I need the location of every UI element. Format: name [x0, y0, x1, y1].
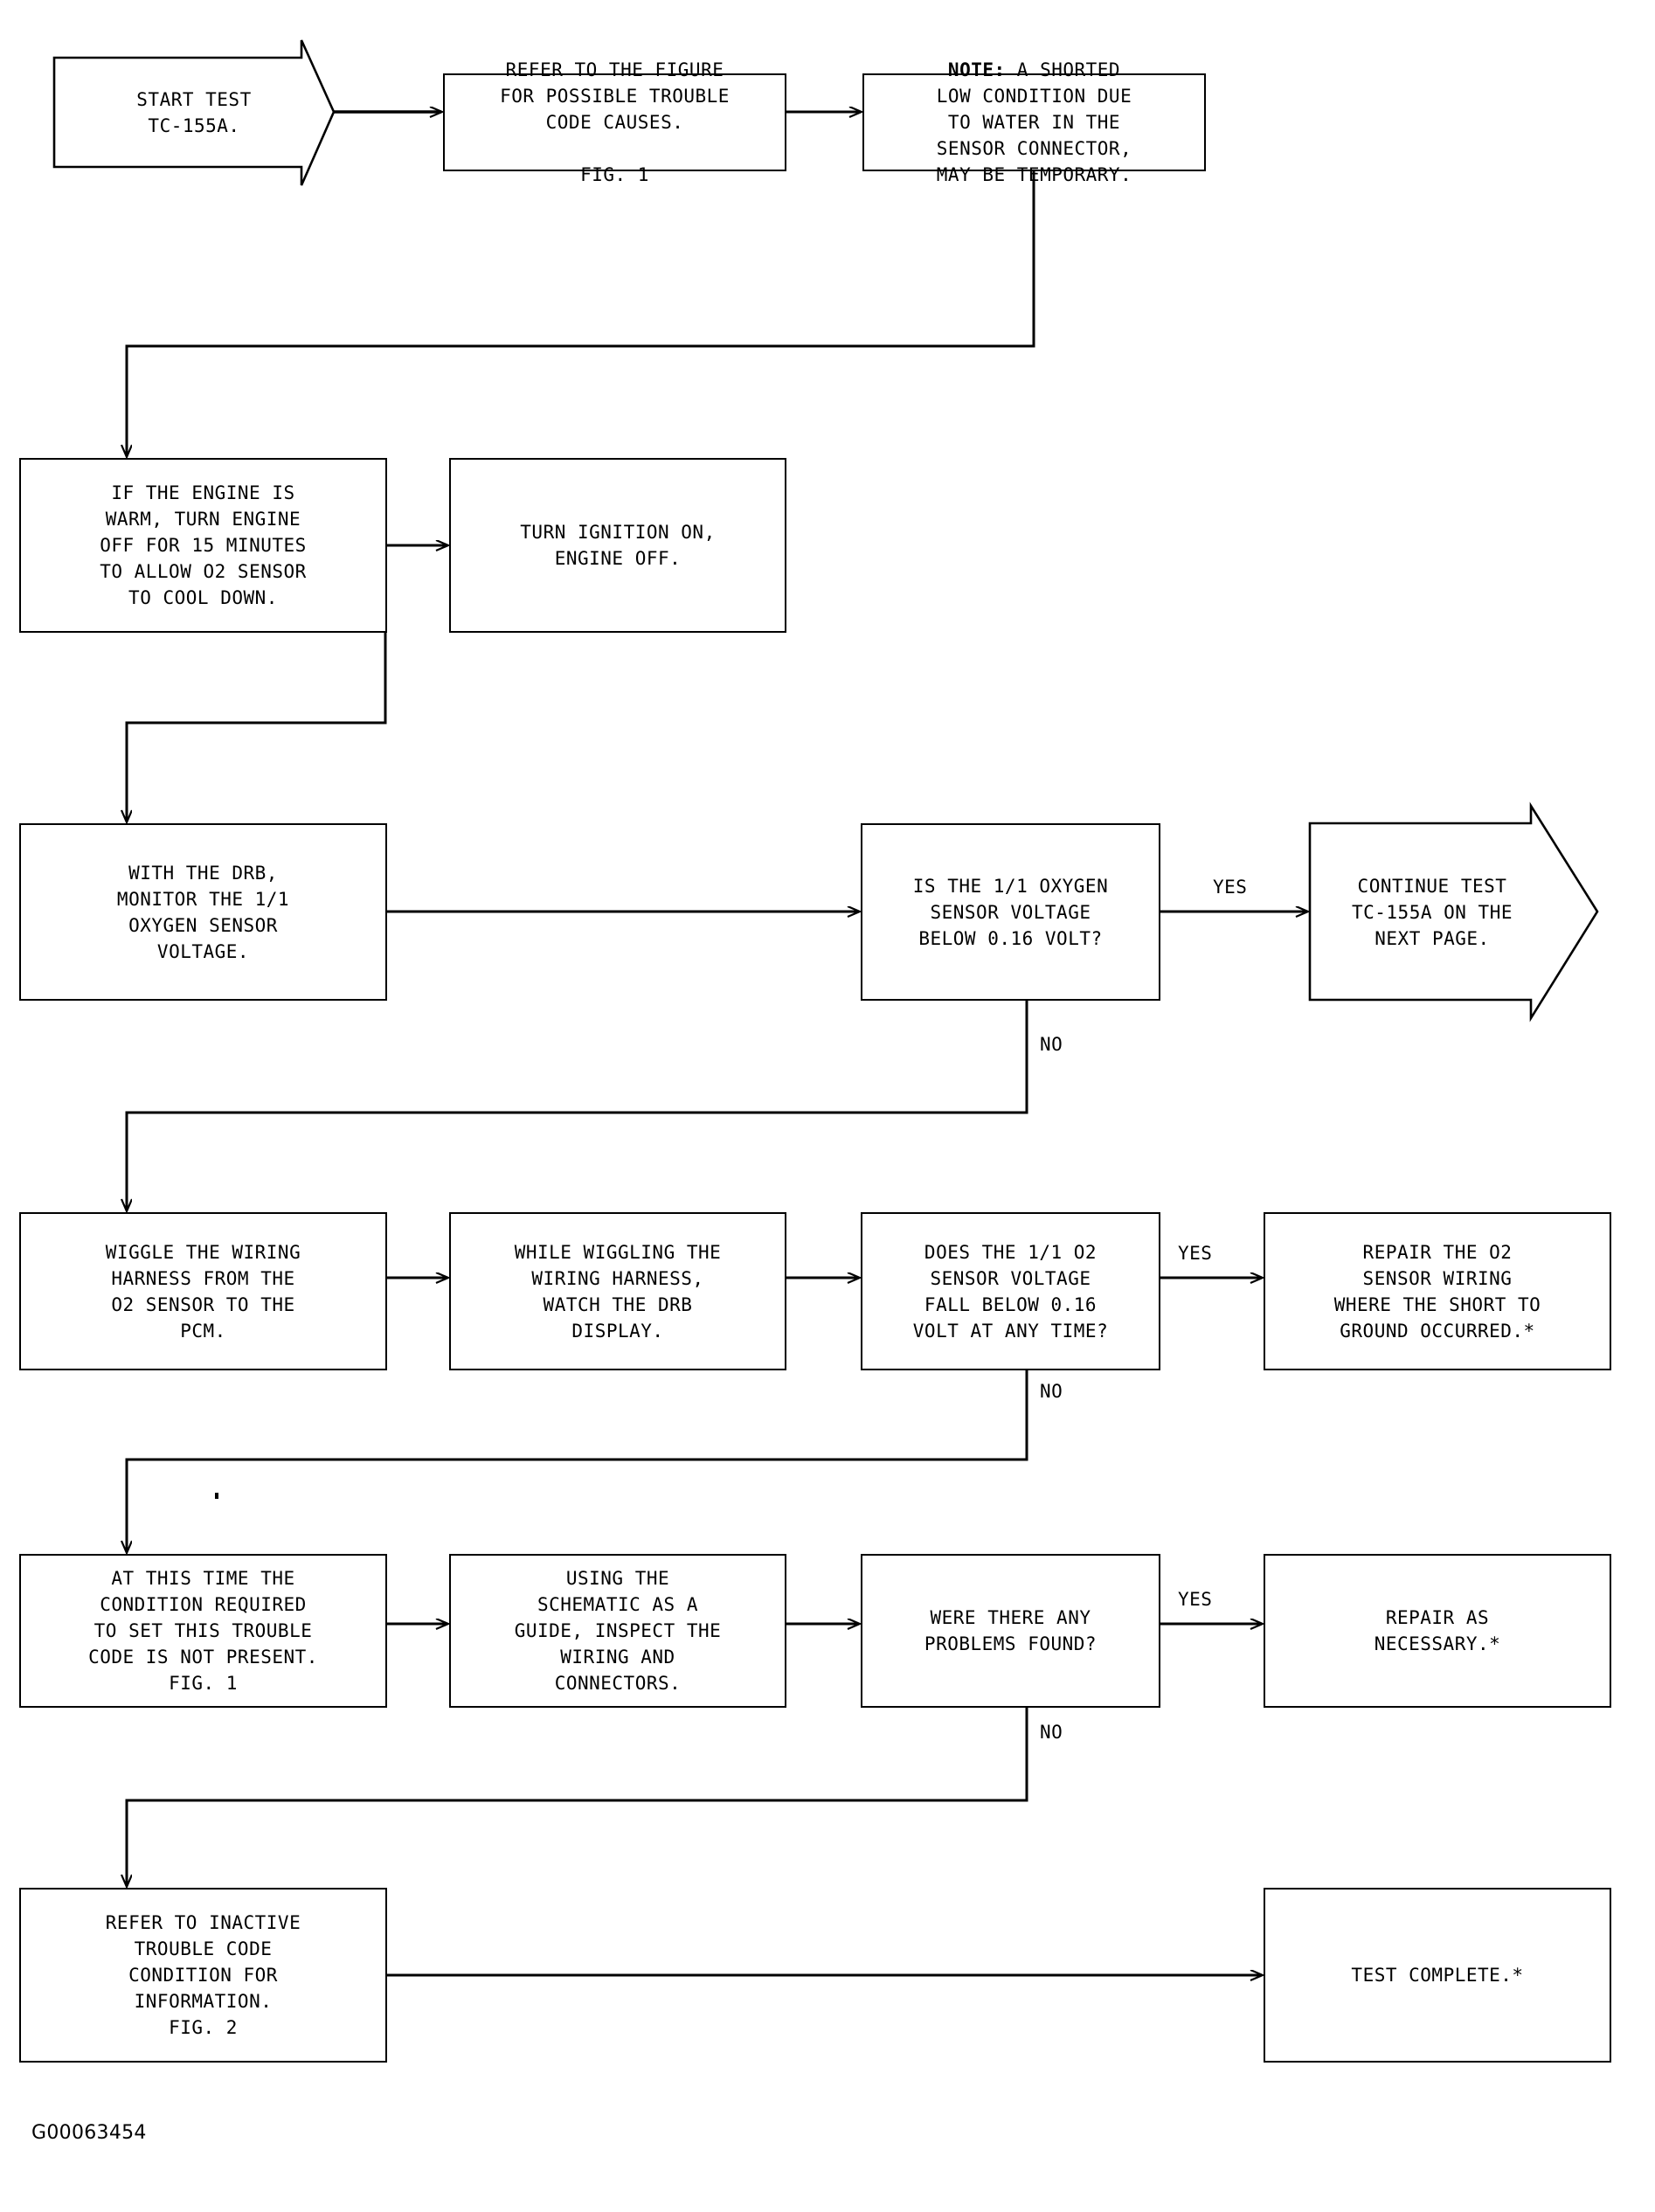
node-inspect-wiring[interactable]: USING THE SCHEMATIC AS A GUIDE, INSPECT …: [449, 1554, 786, 1708]
node-test-complete-label: TEST COMPLETE.*: [1351, 1965, 1524, 1986]
node-monitor-drb-label: WITH THE DRB, MONITOR THE 1/1 OXYGEN SEN…: [116, 862, 290, 962]
node-test-complete[interactable]: TEST COMPLETE.*: [1264, 1888, 1611, 2063]
node-inspect-wiring-label: USING THE SCHEMATIC AS A GUIDE, INSPECT …: [514, 1568, 722, 1694]
node-not-present[interactable]: AT THIS TIME THE CONDITION REQUIRED TO S…: [19, 1554, 387, 1708]
node-cool-down[interactable]: IF THE ENGINE IS WARM, TURN ENGINE OFF F…: [19, 458, 387, 633]
node-ignition-on-label: TURN IGNITION ON, ENGINE OFF.: [520, 522, 716, 569]
figure-identifier: G00063454: [31, 2122, 147, 2144]
print-artifact-speck: [215, 1493, 218, 1499]
edge-label-yes-problems: YES: [1178, 1589, 1213, 1610]
node-inactive-code-label: REFER TO INACTIVE TROUBLE CODE CONDITION…: [105, 1912, 301, 2038]
node-repair-necessary-label: REPAIR AS NECESSARY.*: [1374, 1607, 1501, 1654]
node-watch-drb-label: WHILE WIGGLING THE WIRING HARNESS, WATCH…: [514, 1241, 722, 1342]
continue-shape-outline: [1308, 801, 1599, 1023]
edge-label-no-voltage: NO: [1040, 1034, 1063, 1055]
edge-label-yes-voltage: YES: [1213, 877, 1248, 898]
edge-label-no-problems: NO: [1040, 1722, 1063, 1743]
node-repair-necessary[interactable]: REPAIR AS NECESSARY.*: [1264, 1554, 1611, 1708]
start-shape-outline: [52, 39, 336, 186]
node-not-present-label: AT THIS TIME THE CONDITION REQUIRED TO S…: [88, 1568, 318, 1694]
node-refer-figure[interactable]: REFER TO THE FIGURE FOR POSSIBLE TROUBLE…: [443, 59, 786, 185]
node-wiggle-harness-label: WIGGLE THE WIRING HARNESS FROM THE O2 SE…: [105, 1241, 301, 1342]
node-decision-voltage-label: IS THE 1/1 OXYGEN SENSOR VOLTAGE BELOW 0…: [912, 875, 1109, 949]
node-continue-next-page[interactable]: CONTINUE TEST TC-155A ON THE NEXT PAGE.: [1310, 823, 1555, 1001]
node-wiggle-harness[interactable]: WIGGLE THE WIRING HARNESS FROM THE O2 SE…: [19, 1212, 387, 1370]
node-inactive-code[interactable]: REFER TO INACTIVE TROUBLE CODE CONDITION…: [19, 1888, 387, 2063]
node-continue-next-page-label: CONTINUE TEST TC-155A ON THE NEXT PAGE.: [1351, 875, 1513, 949]
node-repair-wiring[interactable]: REPAIR THE O2 SENSOR WIRING WHERE THE SH…: [1264, 1212, 1611, 1370]
node-decision-problems-label: WERE THERE ANY PROBLEMS FOUND?: [924, 1607, 1098, 1654]
node-cool-down-label: IF THE ENGINE IS WARM, TURN ENGINE OFF F…: [100, 482, 307, 608]
node-start[interactable]: START TEST TC-155A.: [54, 58, 334, 168]
node-note[interactable]: NOTE: A SHORTED LOW CONDITION DUE TO WAT…: [862, 59, 1206, 185]
node-decision-problems[interactable]: WERE THERE ANY PROBLEMS FOUND?: [861, 1554, 1160, 1708]
note-bold-prefix: NOTE:: [947, 59, 1006, 80]
node-note-label: NOTE: A SHORTED LOW CONDITION DUE TO WAT…: [930, 57, 1139, 188]
node-monitor-drb[interactable]: WITH THE DRB, MONITOR THE 1/1 OXYGEN SEN…: [19, 823, 387, 1001]
edge-label-no-fall: NO: [1040, 1381, 1063, 1402]
node-watch-drb[interactable]: WHILE WIGGLING THE WIRING HARNESS, WATCH…: [449, 1212, 786, 1370]
node-decision-fall-label: DOES THE 1/1 O2 SENSOR VOLTAGE FALL BELO…: [912, 1241, 1109, 1342]
node-decision-voltage[interactable]: IS THE 1/1 OXYGEN SENSOR VOLTAGE BELOW 0…: [861, 823, 1160, 1001]
note-body: A SHORTED LOW CONDITION DUE TO WATER IN …: [936, 59, 1132, 185]
edge-label-yes-fall: YES: [1178, 1243, 1213, 1264]
node-ignition-on[interactable]: TURN IGNITION ON, ENGINE OFF.: [449, 458, 786, 633]
node-repair-wiring-label: REPAIR THE O2 SENSOR WIRING WHERE THE SH…: [1333, 1241, 1541, 1342]
node-start-label: START TEST TC-155A.: [136, 89, 252, 136]
node-refer-figure-label: REFER TO THE FIGURE FOR POSSIBLE TROUBLE…: [500, 59, 730, 185]
node-decision-fall[interactable]: DOES THE 1/1 O2 SENSOR VOLTAGE FALL BELO…: [861, 1212, 1160, 1370]
